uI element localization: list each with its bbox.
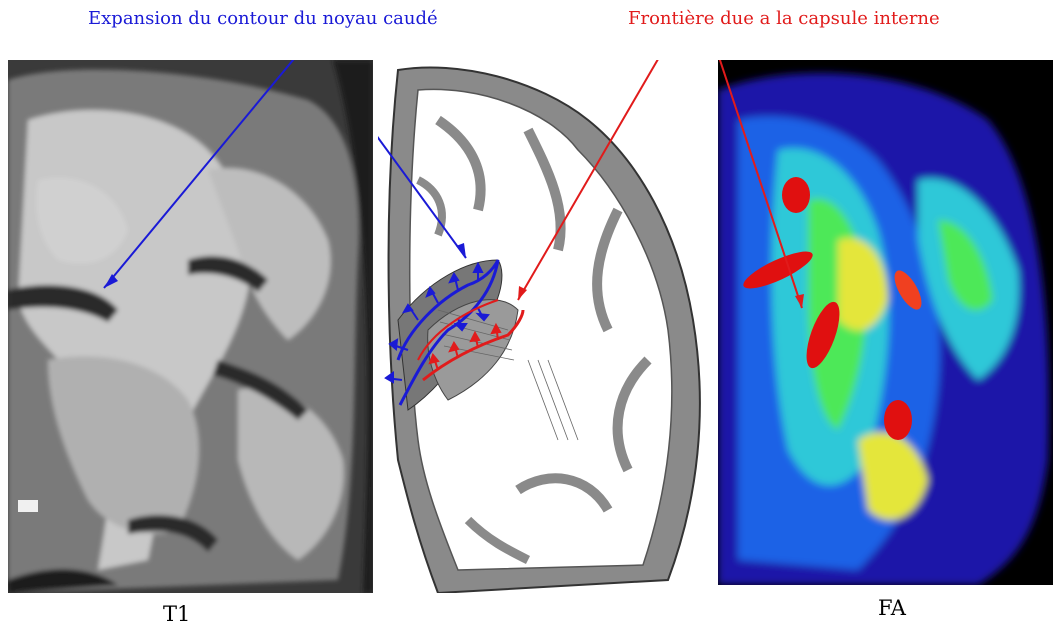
t1-caption: T1 [163,602,190,626]
capsule-boundary-label: Frontière due a la capsule interne [628,8,940,29]
fa-map-image [718,60,1053,585]
anatomical-section-panel [378,60,710,593]
fa-map-panel [718,60,1053,585]
fa-caption: FA [878,596,906,620]
t1-mri-image [8,60,373,593]
t1-mri-panel [8,60,373,593]
caudate-expansion-label: Expansion du contour du noyau caudé [88,8,438,29]
anatomical-drawing [378,60,710,593]
